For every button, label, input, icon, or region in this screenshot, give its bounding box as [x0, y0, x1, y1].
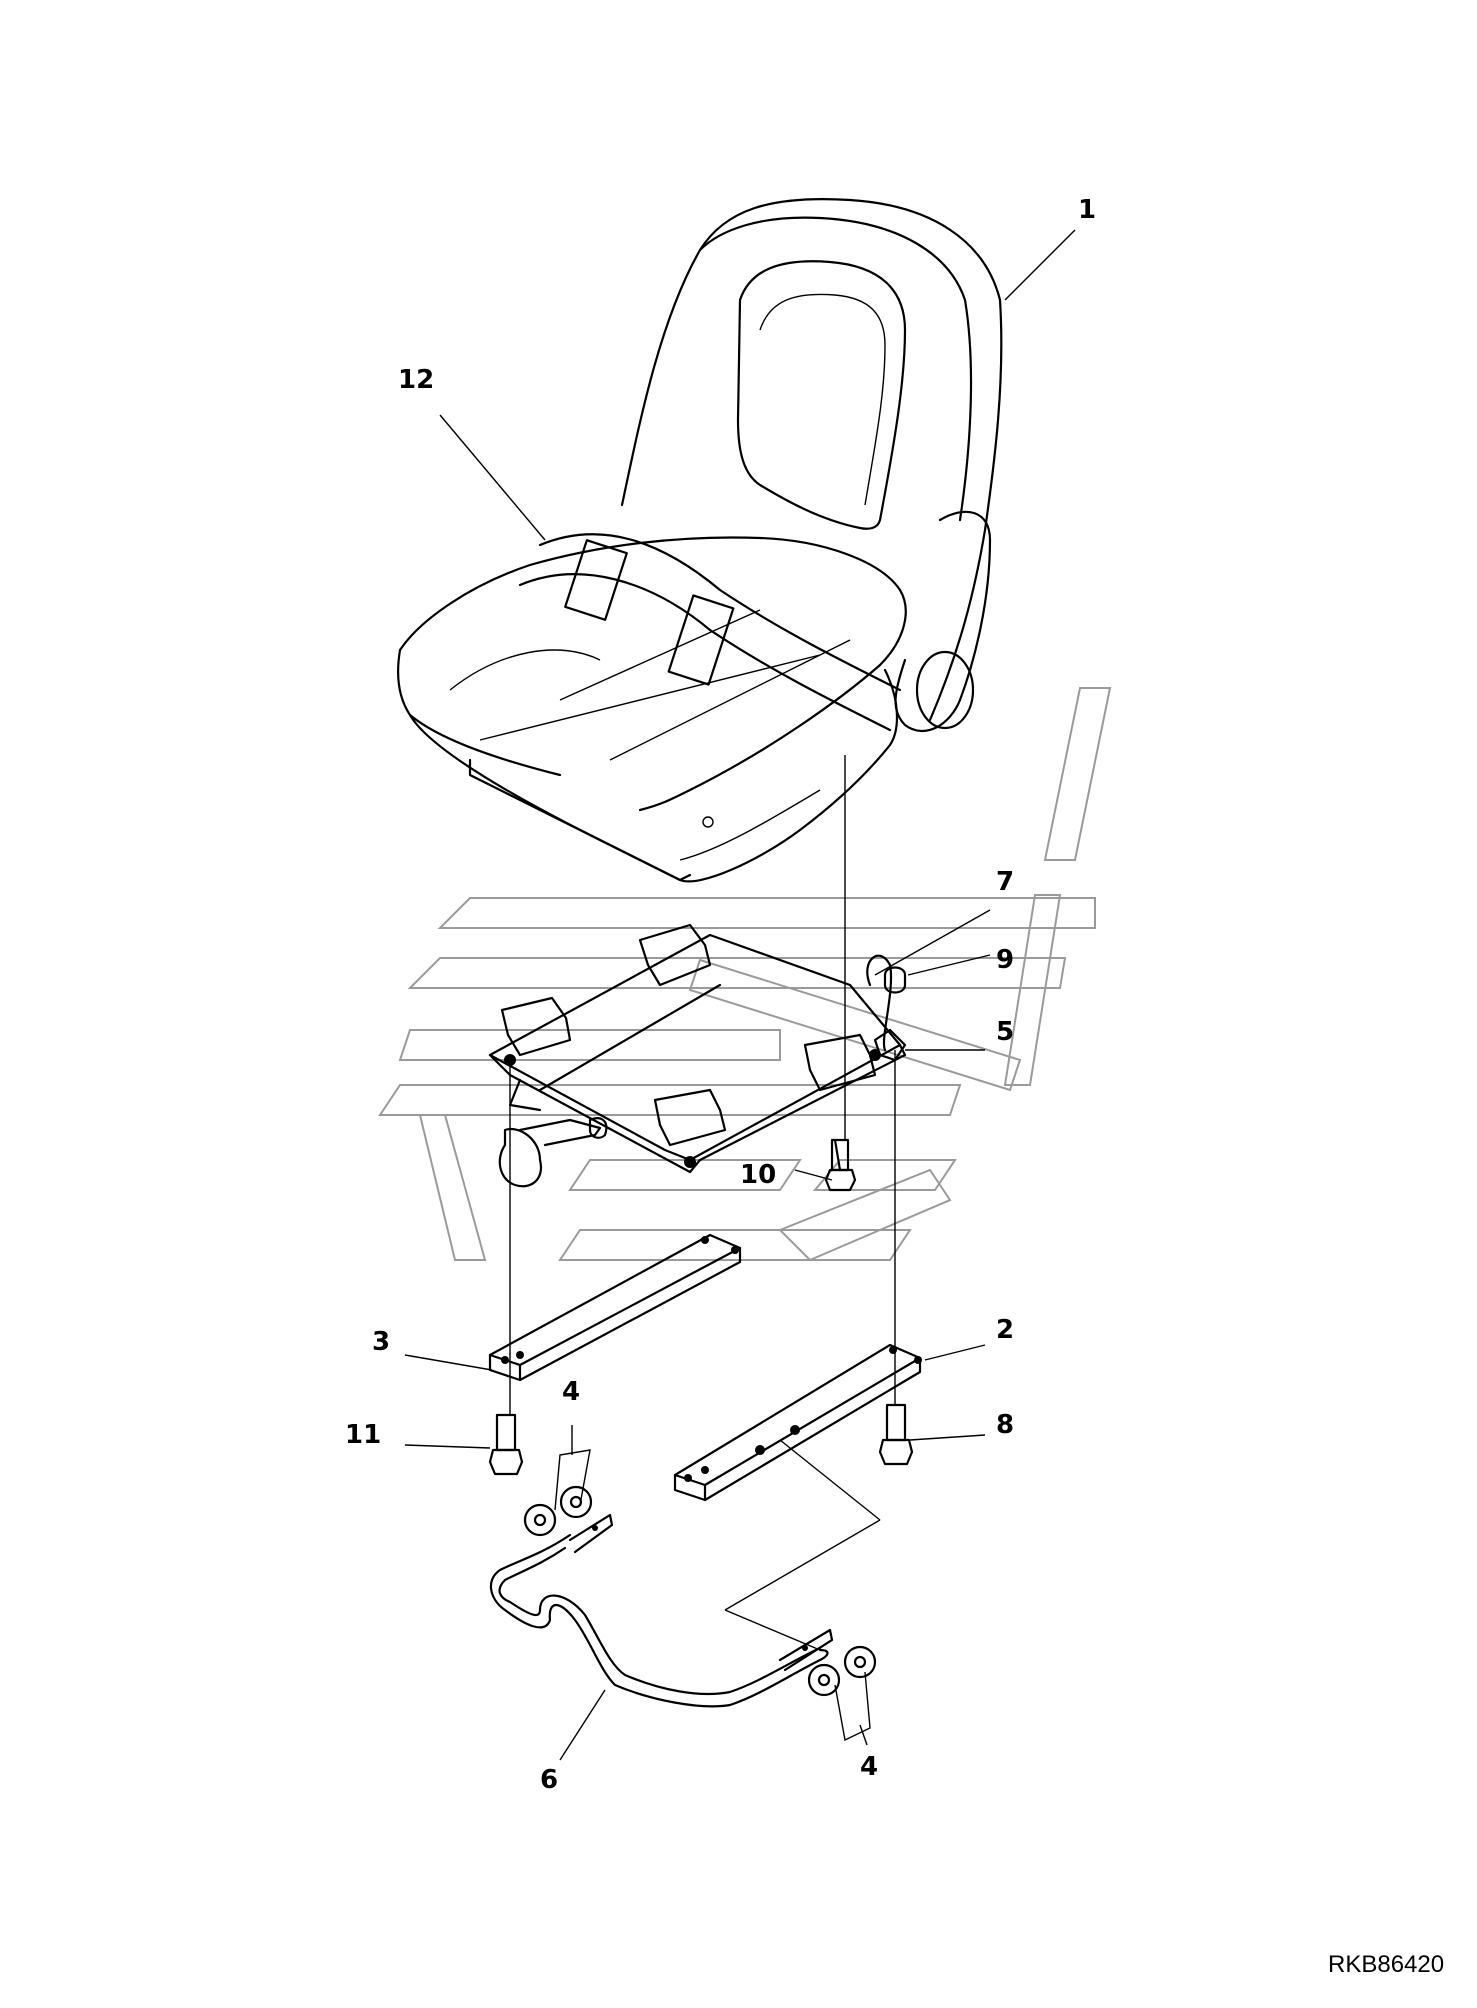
callout-11: 11 [345, 1420, 381, 1450]
seat-rail-right [673, 1343, 922, 1502]
seat-slide-base [488, 923, 907, 1192]
nut-group-4-lower [807, 1645, 877, 1742]
callout-8: 8 [996, 1410, 1014, 1440]
seat-rail-left [488, 1233, 742, 1382]
bolt-11 [488, 1413, 524, 1476]
callout-3: 3 [372, 1327, 390, 1357]
bolt-8 [878, 1403, 914, 1466]
nut-group-4-upper [523, 1449, 593, 1537]
seat [396, 197, 1003, 883]
watermark-logo [378, 687, 1112, 1262]
leader-lines [404, 229, 1076, 1761]
callout-9: 9 [996, 945, 1014, 975]
callout-1: 1 [1078, 195, 1096, 225]
slide-release-bar [489, 1513, 834, 1708]
callout-4-upper: 4 [562, 1377, 580, 1407]
callout-10: 10 [740, 1160, 776, 1190]
callout-6: 6 [540, 1765, 558, 1795]
callout-7: 7 [996, 867, 1014, 897]
drawing-code: RKB86420 [1328, 1951, 1444, 1978]
callout-labels: 1 12 7 9 5 10 3 2 11 4 8 6 4 [345, 195, 1096, 1795]
alignment-lines [509, 755, 896, 1651]
callout-4-lower: 4 [860, 1752, 878, 1782]
callout-2: 2 [996, 1315, 1014, 1345]
callout-5: 5 [996, 1017, 1014, 1047]
callout-12: 12 [398, 365, 434, 395]
